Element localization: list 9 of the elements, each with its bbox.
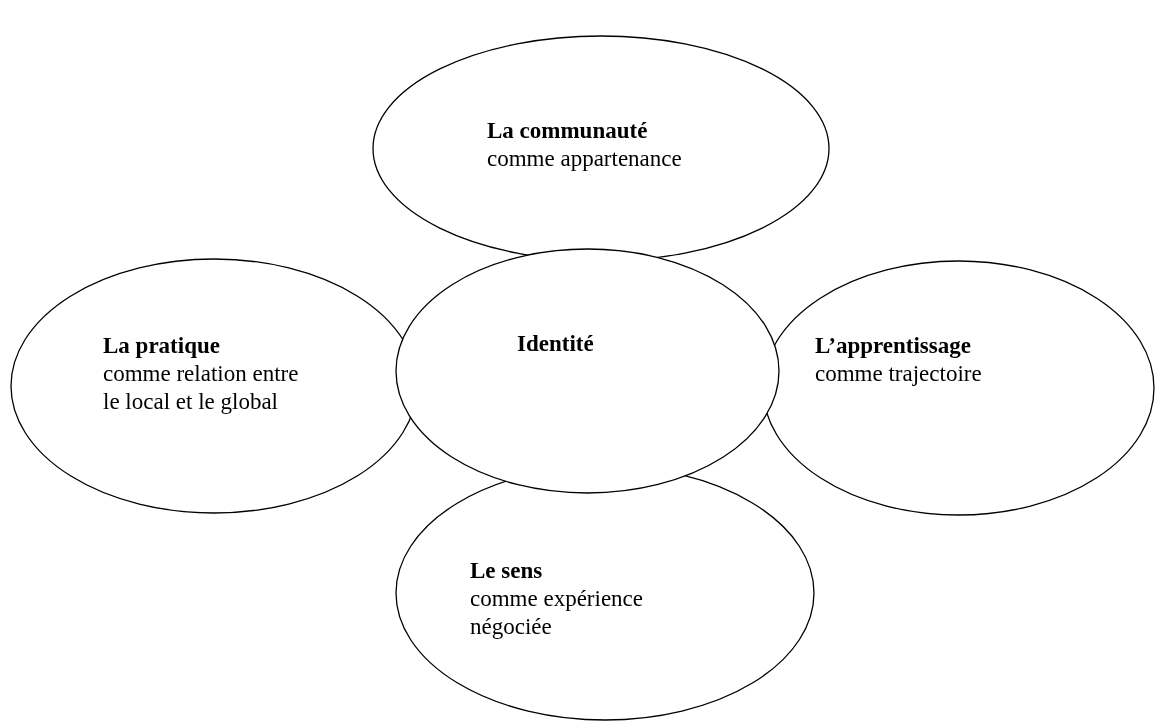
heading: Le sens [470, 557, 544, 585]
heading: La communauté [487, 117, 649, 145]
description: comme relation entre le local et le global [103, 360, 300, 416]
heading: Identité [517, 330, 595, 358]
heading: La pratique [103, 332, 221, 360]
description: comme expérience négociée [470, 585, 645, 641]
description: comme appartenance [487, 145, 683, 173]
description: comme trajectoire [815, 360, 983, 388]
heading: L’apprentissage [815, 332, 972, 360]
